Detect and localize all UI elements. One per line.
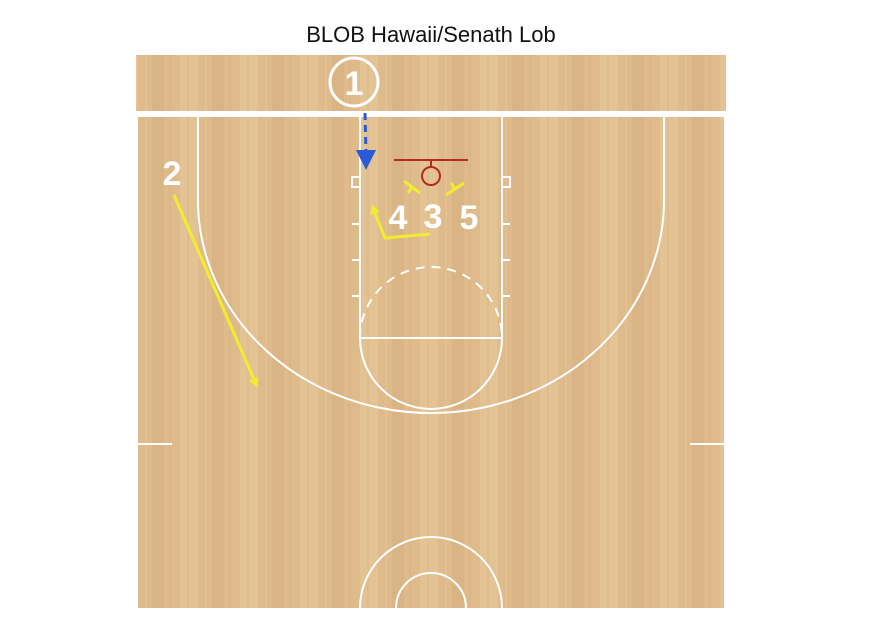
free-throw-circle-top [359,266,503,339]
free-throw-lane [359,115,503,339]
center-circle-inner [395,572,467,609]
court-floor [138,116,724,608]
player-3-label: 3 [424,198,443,236]
three-point-line [197,116,665,414]
free-throw-circle-bottom [359,337,503,410]
player-1-circle [328,56,380,108]
player-1-label: 1 [345,65,364,103]
player-4-cut-arrow [370,204,431,240]
block-right [501,176,511,188]
baseline-out-of-bounds [136,55,726,111]
center-circle-outer [359,536,503,609]
court-lines [136,115,726,609]
player-4-label: 4 [389,199,408,237]
player-5-label: 5 [460,199,479,237]
screen-markers [403,179,465,197]
player-2-label: 2 [163,155,182,193]
rim [421,166,441,186]
inbound-pass-arrowhead [356,150,376,170]
diagram-title: BLOB Hawaii/Senath Lob [306,22,556,47]
block-left [351,176,361,188]
player-2-cut-arrow [172,194,259,388]
